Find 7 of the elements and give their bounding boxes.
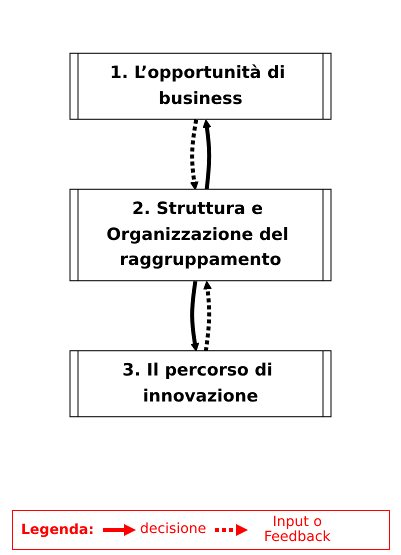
arrow <box>190 119 199 190</box>
legend-title: Legenda: <box>21 522 94 538</box>
arrow <box>202 119 212 190</box>
legend-text: Input o Feedback <box>262 514 332 546</box>
arrow <box>190 280 200 352</box>
legend-text: decisione <box>140 522 206 538</box>
arrow <box>203 280 212 352</box>
